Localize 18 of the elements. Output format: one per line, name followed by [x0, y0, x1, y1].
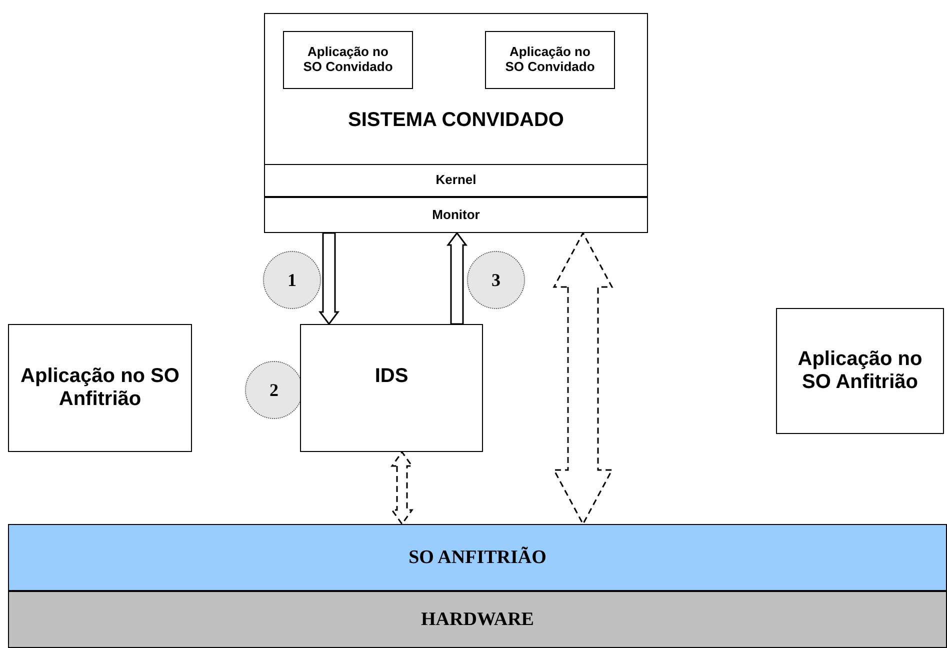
application-box: Aplicação no SO Convidado: [485, 31, 615, 89]
step-number-circle: 1: [263, 251, 321, 309]
application-box: Aplicação no SO Convidado: [283, 31, 413, 89]
block-arrow: [318, 232, 340, 326]
kernel-layer: Kernel: [264, 164, 648, 197]
step-number-circle: 3: [467, 251, 525, 309]
monitor-layer: Monitor: [264, 197, 648, 233]
application-box: Aplicação no SO Anfitrião: [8, 324, 192, 452]
block-arrow: [552, 231, 614, 526]
application-box: Aplicação no SO Anfitrião: [776, 308, 944, 434]
guest-system-box: [264, 13, 648, 232]
hardware-layer: HARDWARE: [8, 591, 947, 648]
ids-box: IDS: [300, 324, 483, 452]
block-arrow: [446, 232, 468, 325]
step-number-circle: 2: [245, 361, 303, 419]
host-os-layer: SO ANFITRIÃO: [8, 524, 947, 591]
block-arrow: [390, 450, 414, 526]
system-title: SISTEMA CONVIDADO: [347, 109, 565, 132]
